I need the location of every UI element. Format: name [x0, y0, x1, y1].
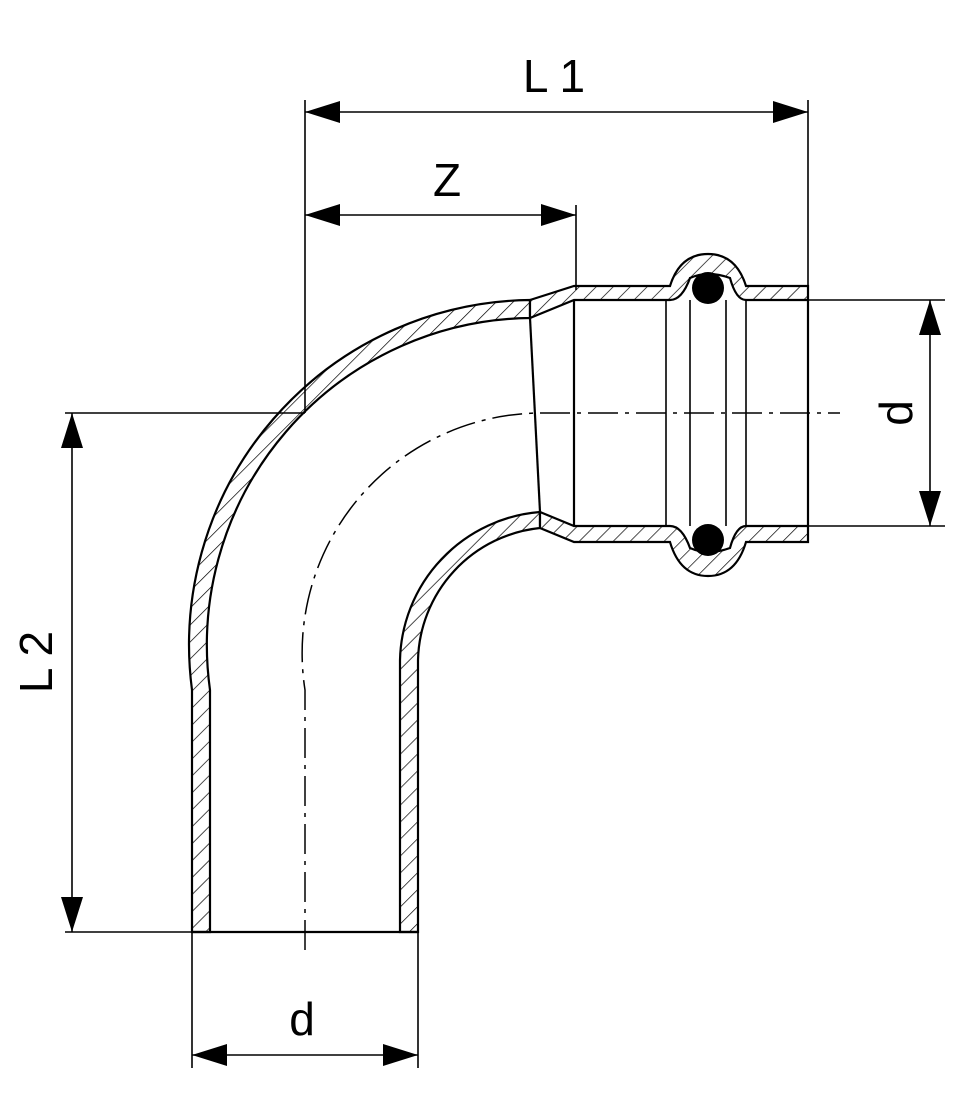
- o-ring-top: [692, 272, 724, 304]
- dimension-z: Z: [305, 154, 576, 226]
- label-z: Z: [433, 154, 461, 206]
- o-ring-bottom: [692, 524, 724, 556]
- extension-lines: [65, 100, 945, 1068]
- outer-bend-wall: [187, 298, 532, 934]
- dimension-d-bottom: d: [192, 993, 418, 1066]
- label-d-bottom: d: [289, 993, 315, 1045]
- bend-centerline: [301, 412, 541, 950]
- transition-line: [528, 317, 542, 513]
- label-l1: L 1: [523, 50, 585, 102]
- dimension-l2: L 2: [10, 413, 83, 932]
- press-socket: [528, 252, 810, 578]
- inner-bend-wall: [398, 510, 542, 934]
- socket-top-wall: [528, 252, 810, 320]
- label-d-right: d: [870, 400, 922, 426]
- dimension-d-right: d: [870, 300, 941, 526]
- centerlines: [301, 412, 840, 950]
- elbow-body: [187, 298, 542, 934]
- socket-bottom-wall: [538, 510, 810, 578]
- label-l2: L 2: [10, 631, 62, 693]
- dimension-l1: L 1: [305, 50, 808, 123]
